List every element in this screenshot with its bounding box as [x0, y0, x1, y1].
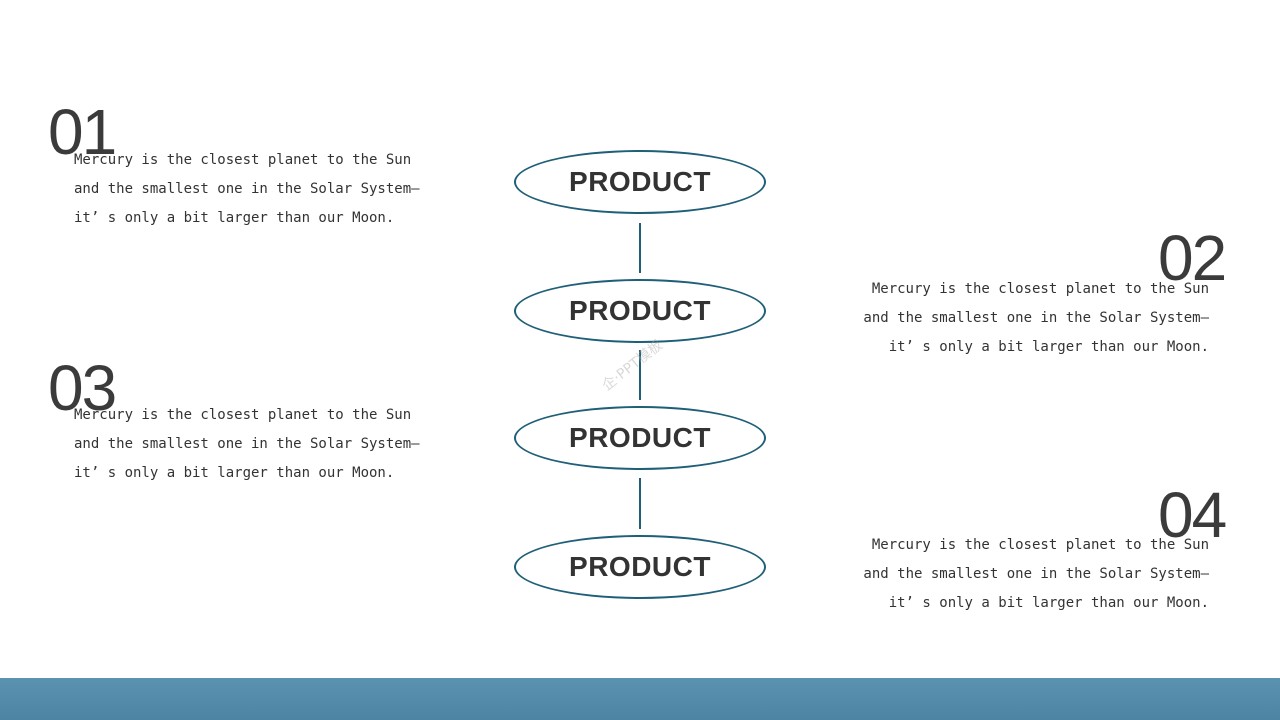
item-description-02: Mercury is the closest planet to the Sun… [863, 275, 1209, 362]
description-line: Mercury is the closest planet to the Sun [871, 281, 1209, 297]
connector-line-3 [639, 478, 641, 529]
product-node-2: PRODUCT [514, 279, 766, 343]
item-number-01: 01 [48, 96, 117, 168]
item-description-03: Mercury is the closest planet to the Sun… [74, 401, 420, 488]
product-node-1: PRODUCT [514, 150, 766, 214]
description-line: and the smallest one in the Solar System… [863, 310, 1209, 326]
description-line: it’ s only a bit larger than our Moon. [74, 465, 395, 481]
footer-band [0, 678, 1280, 720]
description-line: it’ s only a bit larger than our Moon. [74, 210, 395, 226]
item-number-03: 03 [48, 352, 117, 424]
description-line: Mercury is the closest planet to the Sun [74, 407, 412, 423]
description-line: Mercury is the closest planet to the Sun [871, 537, 1209, 553]
item-number-04: 04 [1158, 479, 1227, 551]
product-node-4: PRODUCT [514, 535, 766, 599]
item-description-01: Mercury is the closest planet to the Sun… [74, 146, 420, 233]
connector-line-2 [639, 350, 641, 400]
watermark: 企·PPT模板 [599, 337, 666, 395]
description-line: and the smallest one in the Solar System… [863, 566, 1209, 582]
item-description-04: Mercury is the closest planet to the Sun… [863, 531, 1209, 618]
description-line: and the smallest one in the Solar System… [74, 181, 420, 197]
description-line: and the smallest one in the Solar System… [74, 436, 420, 452]
description-line: Mercury is the closest planet to the Sun [74, 152, 412, 168]
product-node-3: PRODUCT [514, 406, 766, 470]
description-line: it’ s only a bit larger than our Moon. [888, 595, 1209, 611]
item-number-02: 02 [1158, 222, 1227, 294]
description-line: it’ s only a bit larger than our Moon. [888, 339, 1209, 355]
connector-line-1 [639, 223, 641, 273]
